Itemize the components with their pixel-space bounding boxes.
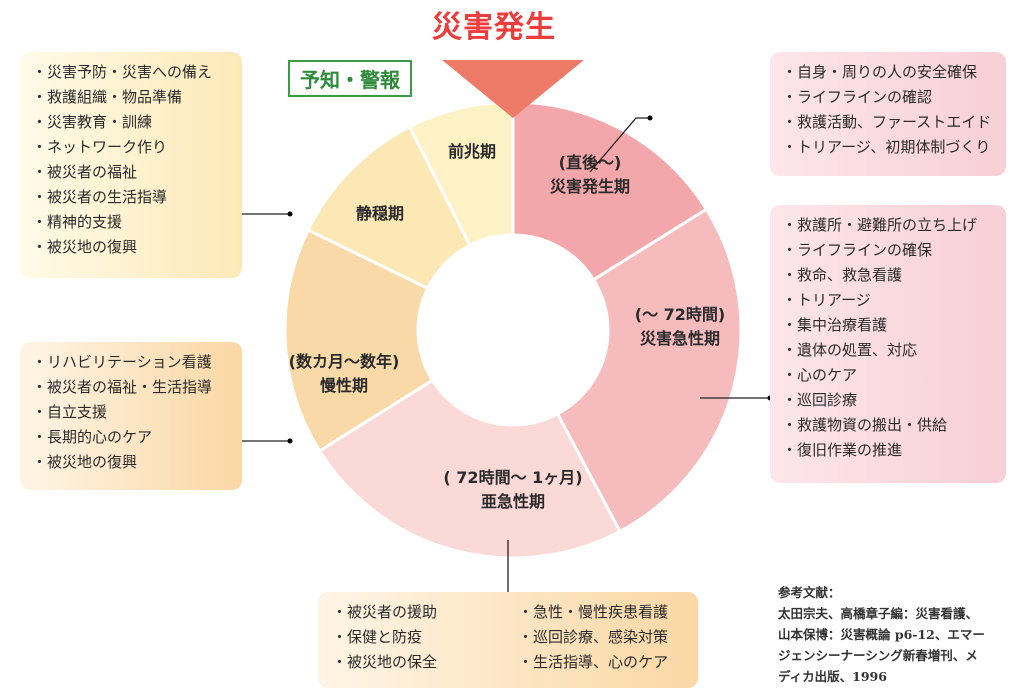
subacute-phase-box: ・被災者の援助・保健と防疫・被災地の保全 ・急性・慢性疾患看護・巡回診療、感染対… — [318, 592, 698, 688]
list-item: ・ライフラインの確保 — [782, 241, 933, 259]
warning-label: 予知・警報 — [288, 60, 412, 97]
phase-chronic: (数カ月～数年)慢性期 — [288, 352, 400, 395]
chronic-phase-box: ・リハビリテーション看護・被災者の福祉・生活指導・自立支援・長期的心のケア・被災… — [20, 342, 242, 490]
list-item: ・生活指導、心のケア — [518, 653, 669, 671]
list-item: ジェンシーナーシング新春増刊、メ — [778, 648, 978, 663]
phase-acute: (～ 72時間)災害急性期 — [634, 305, 726, 348]
phase-subacute: ( 72時間～ 1ヶ月)亜急性期 — [443, 468, 583, 511]
list-item: ・巡回診療、感染対策 — [518, 628, 669, 646]
list-item: ・精神的支援 — [32, 213, 123, 231]
list-item: ・長期的心のケア — [32, 428, 153, 446]
list-item: ・トリアージ、初期体制づくり — [782, 138, 991, 156]
list-item: ・被災者の福祉・生活指導 — [32, 378, 213, 396]
list-item: 参考文献： — [778, 585, 841, 600]
disaster-onset-arrow — [442, 60, 584, 118]
list-item: ・心のケア — [782, 366, 858, 384]
ring-segment-onset — [511, 100, 709, 282]
ring-segment-subacute — [317, 378, 623, 560]
list-item: ・保健と防疫 — [332, 628, 423, 646]
phase-calm: 静穏期 — [355, 204, 405, 223]
list-item: ・災害教育・訓練 — [32, 113, 153, 131]
subacute-list-right: ・急性・慢性疾患看護・巡回診療、感染対策・生活指導、心のケア — [518, 600, 668, 675]
list-item: ・救護物資の搬出・供給 — [782, 416, 948, 434]
list-item: ・遺体の処置、対応 — [782, 341, 918, 359]
list-item: ・救護活動、ファーストエイド — [782, 113, 992, 131]
list-item: ・トリアージ — [782, 291, 871, 309]
list-item: ・自身・周りの人の安全確保 — [782, 63, 978, 81]
connector-dot — [287, 211, 293, 217]
connector-dot — [287, 438, 293, 444]
list-item: ・リハビリテーション看護 — [32, 353, 212, 371]
list-item: ・被災者の援助 — [332, 603, 438, 621]
list-item: ・災害予防・災害への備え — [32, 63, 213, 81]
list-item: ・復旧作業の推進 — [782, 441, 903, 459]
list-item: 太田宗夫、高橋章子編：災害看護、 — [778, 606, 979, 621]
list-item: ・被災地の保全 — [332, 653, 438, 671]
list-item: ・自立支援 — [32, 403, 108, 421]
list-item: ・ネットワーク作り — [32, 138, 168, 156]
connector-dot — [647, 115, 653, 121]
phase-precursor: 前兆期 — [447, 142, 497, 161]
list-item: ・救護所・避難所の立ち上げ — [782, 216, 978, 234]
reference-text: 参考文献： 太田宗夫、高橋章子編：災害看護、山本保博：災害概論 p6-12、エマー… — [778, 582, 985, 687]
ring-segment-acute — [555, 207, 743, 534]
list-item: ディカ出版、1996 — [778, 669, 887, 684]
calm-phase-box: ・災害予防・災害への備え・救護組織・物品準備・災害教育・訓練・ネットワーク作り・… — [20, 52, 242, 278]
diagram-title: 災害発生 — [432, 10, 556, 45]
ring-segment-chronic — [283, 228, 435, 453]
list-item: ・被災者の福祉 — [32, 163, 138, 181]
list-item: ・被災者の生活指導 — [32, 188, 168, 206]
list-item: ・被災地の復興 — [32, 453, 138, 471]
onset-phase-box: ・自身・周りの人の安全確保・ライフラインの確認・救護活動、ファーストエイド・トリ… — [770, 52, 1006, 176]
list-item: 山本保博：災害概論 p6-12、エマー — [778, 627, 985, 642]
list-item: ・救護組織・物品準備 — [32, 88, 183, 106]
acute-phase-box: ・救護所・避難所の立ち上げ・ライフラインの確保・救命、救急看護・トリアージ・集中… — [770, 205, 1006, 483]
list-item: ・ライフラインの確認 — [782, 88, 933, 106]
list-item: ・急性・慢性疾患看護 — [518, 603, 669, 621]
connector-line — [589, 117, 650, 173]
list-item: ・救命、救急看護 — [782, 266, 903, 284]
list-item: ・集中治療看護 — [782, 316, 888, 334]
subacute-list-left: ・被災者の援助・保健と防疫・被災地の保全 — [332, 600, 437, 675]
phase-onset: (直後～)災害発生期 — [549, 153, 631, 196]
list-item: ・巡回診療 — [782, 391, 858, 409]
list-item: ・被災地の復興 — [32, 238, 138, 256]
